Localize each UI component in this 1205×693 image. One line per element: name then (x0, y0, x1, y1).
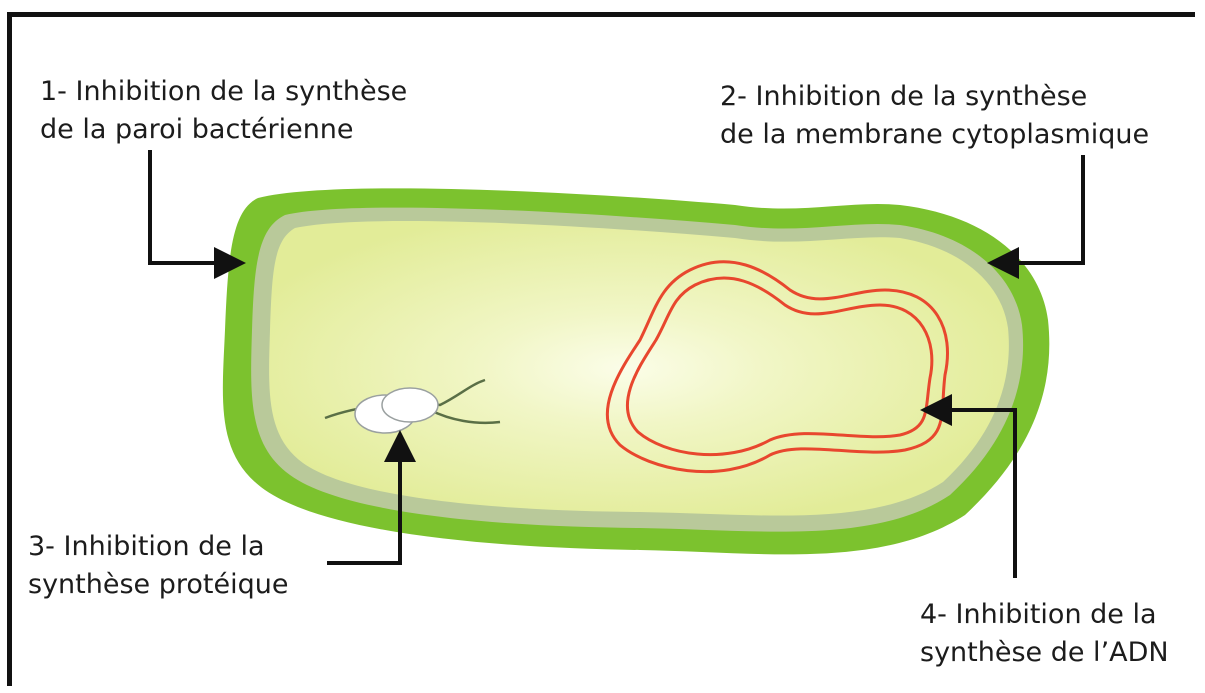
arrow-cell-wall (150, 150, 238, 263)
arrow-membrane (995, 155, 1083, 263)
label-cell-wall-line1: 1- Inhibition de la synthèse (40, 73, 407, 111)
label-protein-line1: 3- Inhibition de la (28, 528, 288, 566)
label-dna-line2: synthèse de l’ADN (920, 634, 1169, 672)
label-cell-wall-line2: de la paroi bactérienne (40, 111, 407, 149)
label-membrane-line2: de la membrane cytoplasmique (720, 116, 1149, 154)
label-membrane-inhibition: 2- Inhibition de la synthèse de la membr… (720, 78, 1149, 154)
label-protein-inhibition: 3- Inhibition de la synthèse protéique (28, 528, 288, 604)
label-protein-line2: synthèse protéique (28, 566, 288, 604)
label-dna-line1: 4- Inhibition de la (920, 596, 1169, 634)
label-dna-inhibition: 4- Inhibition de la synthèse de l’ADN (920, 596, 1169, 672)
label-cell-wall-inhibition: 1- Inhibition de la synthèse de la paroi… (40, 73, 407, 149)
label-membrane-line1: 2- Inhibition de la synthèse (720, 78, 1149, 116)
